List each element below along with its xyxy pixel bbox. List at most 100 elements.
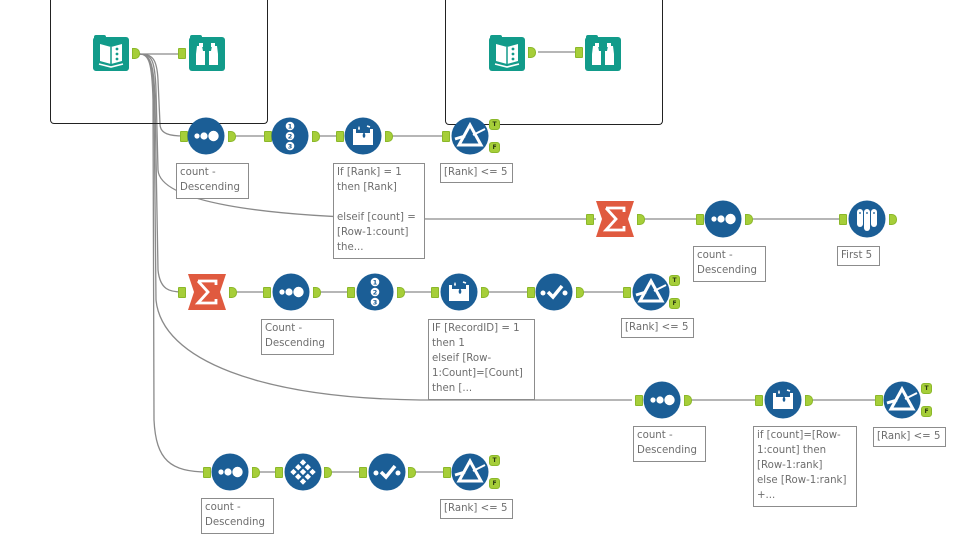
tile-tool[interactable] [284,453,322,491]
sort-tool[interactable] [704,200,742,238]
false-anchor[interactable]: F [489,478,500,489]
input-anchor[interactable] [347,287,355,298]
summarize-icon [188,274,226,310]
input-anchor[interactable] [178,48,186,59]
input-anchor[interactable] [180,131,188,142]
filter-tool[interactable] [451,453,489,491]
sort-tool[interactable] [187,117,225,155]
tool-container-1[interactable] [50,0,268,124]
output-anchor[interactable] [252,467,260,478]
output-anchor[interactable] [528,47,536,58]
true-anchor[interactable]: T [669,275,680,286]
connection[interactable] [138,53,209,473]
false-anchor[interactable]: F [489,142,500,153]
input-anchor[interactable] [443,467,451,478]
svg-text:2: 2 [288,133,293,141]
tool-annotation: [Rank] <= 5 [621,318,694,338]
input-anchor[interactable] [696,214,704,225]
connection[interactable] [138,53,185,137]
output-anchor[interactable] [684,395,692,406]
output-anchor[interactable] [637,214,645,225]
output-anchor[interactable] [408,467,416,478]
input-anchor[interactable] [275,467,283,478]
sort-tool[interactable] [211,453,249,491]
multi-row-formula-icon [344,117,382,155]
input-data-tool[interactable] [92,34,130,72]
input-anchor[interactable] [875,395,883,406]
output-anchor[interactable] [576,287,584,298]
output-anchor[interactable] [385,131,393,142]
output-anchor[interactable] [889,214,897,225]
input-anchor[interactable] [263,287,271,298]
output-anchor[interactable] [312,131,320,142]
tool-annotation: Count - Descending [261,319,334,355]
tool-annotation: count - Descending [201,498,274,534]
output-anchor[interactable] [397,287,405,298]
filter-tool[interactable] [632,273,670,311]
filter-icon [451,117,489,155]
tool-annotation: count - Descending [693,246,766,282]
input-anchor[interactable] [178,287,186,298]
filter-tool[interactable] [883,381,921,419]
sort-tool[interactable] [643,381,681,419]
input-anchor[interactable] [442,131,450,142]
input-anchor[interactable] [203,467,211,478]
connection[interactable] [138,53,632,401]
svg-text:3: 3 [373,299,378,307]
false-anchor[interactable]: F [921,406,932,417]
input-anchor[interactable] [623,287,631,298]
summarize-icon [596,201,634,237]
input-anchor[interactable] [431,287,439,298]
connections [138,51,878,473]
summarize-tool[interactable] [188,273,226,311]
tool-annotation: [Rank] <= 5 [440,499,513,519]
book-icon [93,35,129,71]
summarize-tool[interactable] [596,200,634,238]
output-anchor[interactable] [805,395,813,406]
input-anchor[interactable] [575,47,583,58]
sort-icon [187,117,225,155]
output-anchor[interactable] [745,214,753,225]
input-data-tool[interactable] [488,34,526,72]
browse-tool[interactable] [584,34,622,72]
multi-row-formula-tool[interactable] [764,381,802,419]
select-tool[interactable] [535,273,573,311]
multi-row-formula-tool[interactable] [440,273,478,311]
filter-tool[interactable] [451,117,489,155]
tool-annotation: count - Descending [176,163,249,199]
sort-icon [272,273,310,311]
browse-tool[interactable] [188,34,226,72]
input-anchor[interactable] [635,395,643,406]
input-anchor[interactable] [359,467,367,478]
input-anchor[interactable] [264,131,272,142]
input-anchor[interactable] [527,287,535,298]
tool-container-2[interactable] [445,0,663,125]
input-anchor[interactable] [839,214,847,225]
sort-icon [643,381,681,419]
true-anchor[interactable]: T [489,455,500,466]
sample-tool[interactable] [848,200,886,238]
output-anchor[interactable] [228,131,236,142]
false-anchor[interactable]: F [669,298,680,309]
input-anchor[interactable] [586,214,594,225]
output-anchor[interactable] [229,287,237,298]
multi-row-formula-tool[interactable] [344,117,382,155]
output-anchor[interactable] [132,48,140,59]
output-anchor[interactable] [481,287,489,298]
filter-icon [632,273,670,311]
input-anchor[interactable] [755,395,763,406]
true-anchor[interactable]: T [921,383,932,394]
output-anchor[interactable] [313,287,321,298]
input-anchor[interactable] [336,131,344,142]
svg-text:1: 1 [288,123,293,131]
true-anchor[interactable]: T [489,119,500,130]
select-icon [368,453,406,491]
sort-tool[interactable] [272,273,310,311]
output-anchor[interactable] [324,467,332,478]
record-id-icon: 123 [271,117,309,155]
select-tool[interactable] [368,453,406,491]
binoculars-icon [189,35,225,71]
